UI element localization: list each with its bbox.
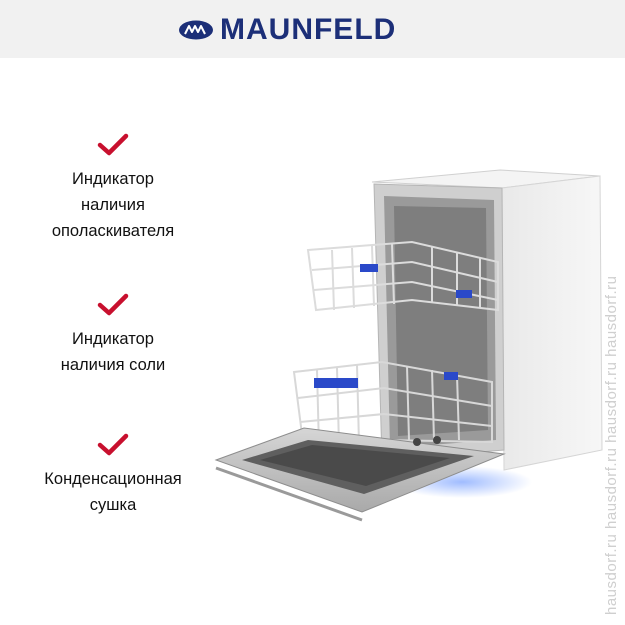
brand-name: MAUNFELD (220, 13, 397, 46)
dishwasher-image (214, 169, 603, 522)
watermark-text: hausdorf.ru hausdorf.ru hausdorf.ru haus… (603, 275, 620, 615)
checkmark-icon (97, 433, 129, 456)
feature-label: Конденсационная сушка (44, 470, 182, 514)
maunfeld-logo-icon (179, 20, 213, 40)
feature-rinse-aid-indicator: Индикатор наличия ополаскивателя (18, 132, 208, 244)
checkmark-icon (97, 293, 129, 316)
watermark: hausdorf.ru hausdorf.ru hausdorf.ru haus… (603, 150, 623, 620)
header-bar: MAUNFELD (0, 0, 625, 58)
checkmark-icon (97, 133, 129, 156)
brand-logo: MAUNFELD (178, 10, 396, 50)
feature-label: Индикатор наличия ополаскивателя (51, 170, 175, 240)
feature-condensation-drying: Конденсационная сушка (18, 432, 208, 518)
feature-label: Индикатор наличия соли (60, 330, 166, 374)
feature-salt-indicator: Индикатор наличия соли (18, 292, 208, 378)
